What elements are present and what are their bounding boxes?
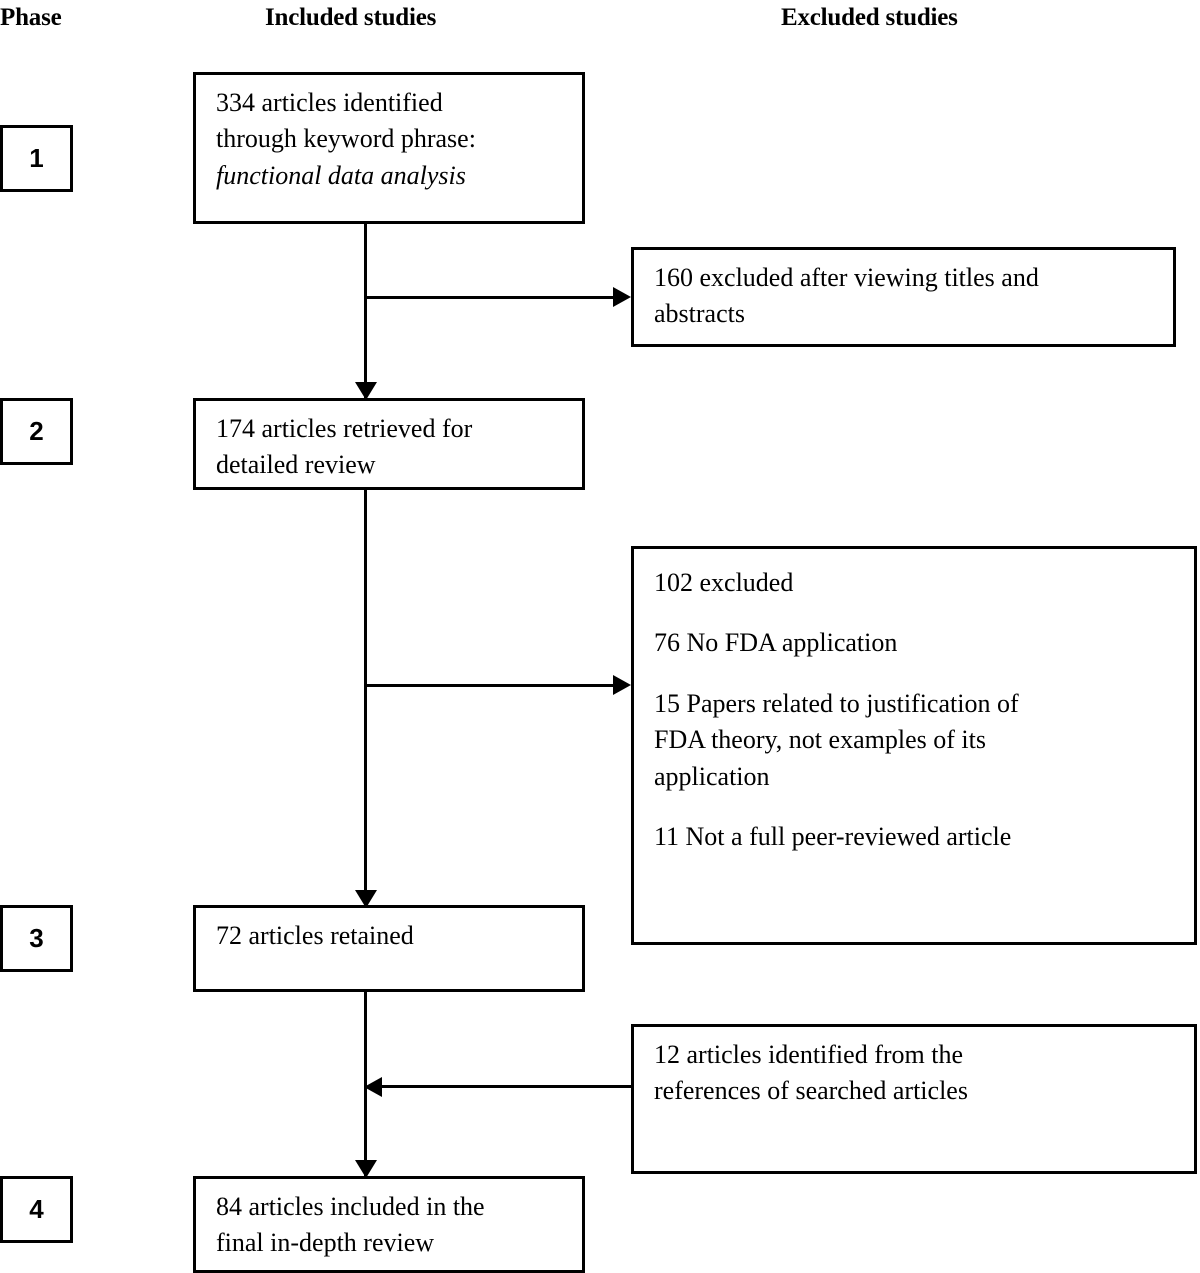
phase-box-3: 3: [0, 905, 73, 972]
phase-box-4: 4: [0, 1176, 73, 1243]
excluded-box-160-line-1: 160 excluded after viewing titles and: [654, 263, 1039, 292]
connector-vertical-phase2-to-phase3: [364, 490, 367, 910]
connector-horizontal-to-excluded-160: [364, 296, 614, 299]
column-header-phase: Phase: [0, 4, 62, 31]
connector-vertical-phase1-to-phase2: [364, 224, 367, 400]
arrowhead-right-to-excluded-160-icon: [613, 287, 631, 307]
column-header-included-studies: Included studies: [265, 4, 437, 31]
phase-number-3: 3: [29, 923, 44, 953]
included-box-72-line-1: 72 articles retained: [216, 921, 414, 950]
excluded-box-160: 160 excluded after viewing titles and ab…: [631, 247, 1176, 347]
included-box-334-line-3-keyword-phrase: functional data analysis: [216, 160, 466, 190]
included-box-174-line-2: detailed review: [216, 450, 376, 480]
included-box-72-text: 72 articles retained: [196, 908, 582, 954]
phase-number-4: 4: [29, 1194, 44, 1224]
excluded-box-102-text: 102 excluded 76 No FDA application 15 Pa…: [634, 549, 1194, 855]
added-box-12-line-2: references of searched articles: [654, 1076, 968, 1106]
included-box-334-line-2: through keyword phrase:: [216, 124, 476, 154]
excluded-box-102: 102 excluded 76 No FDA application 15 Pa…: [631, 546, 1197, 945]
included-box-334-line-1: 334 articles identified: [216, 88, 443, 117]
arrowhead-right-to-excluded-102-icon: [613, 675, 631, 695]
included-box-84-articles: 84 articles included in the final in-dep…: [193, 1176, 585, 1273]
included-box-174-text: 174 articles retrieved for detailed revi…: [196, 401, 582, 484]
included-box-334-text: 334 articles identified through keyword …: [196, 75, 582, 194]
added-box-12-articles: 12 articles identified from the referenc…: [631, 1024, 1197, 1174]
included-box-84-text: 84 articles included in the final in-dep…: [196, 1179, 582, 1262]
excluded-box-102-reason-justification-theory: 15 Papers related to justification of FD…: [654, 686, 1194, 795]
excluded-box-102-reason-justification-line-2: FDA theory, not examples of its: [654, 725, 986, 755]
excluded-box-102-reason-no-fda-application: 76 No FDA application: [654, 628, 898, 658]
included-box-334-articles: 334 articles identified through keyword …: [193, 72, 585, 224]
phase-box-2: 2: [0, 398, 73, 465]
added-box-12-line-1: 12 articles identified from the: [654, 1040, 964, 1069]
arrowhead-left-into-main-flow-icon: [364, 1077, 382, 1097]
excluded-box-102-reason-not-peer-reviewed: 11 Not a full peer-reviewed article: [654, 821, 1012, 851]
excluded-box-102-reason-justification-line-1: 15 Papers related to justification of: [654, 688, 1019, 718]
connector-horizontal-to-excluded-102: [364, 684, 614, 687]
included-box-84-line-1: 84 articles included in the: [216, 1192, 485, 1221]
included-box-174-articles: 174 articles retrieved for detailed revi…: [193, 398, 585, 490]
excluded-box-102-total: 102 excluded: [654, 568, 794, 597]
column-header-excluded-studies: Excluded studies: [781, 4, 958, 31]
excluded-box-160-text: 160 excluded after viewing titles and ab…: [634, 250, 1173, 333]
excluded-box-102-reason-justification-line-3: application: [654, 761, 770, 791]
arrowhead-down-to-box-174-icon: [355, 382, 377, 400]
included-box-72-articles: 72 articles retained: [193, 905, 585, 992]
excluded-box-160-line-2: abstracts: [654, 299, 745, 329]
arrowhead-down-to-box-72-icon: [355, 890, 377, 908]
arrowhead-down-to-box-84-icon: [355, 1160, 377, 1178]
included-box-84-line-2: final in-depth review: [216, 1228, 435, 1258]
added-box-12-text: 12 articles identified from the referenc…: [634, 1027, 1194, 1110]
phase-box-1: 1: [0, 125, 73, 192]
connector-horizontal-from-box-12-articles: [382, 1085, 632, 1088]
phase-number-2: 2: [29, 416, 44, 446]
phase-number-1: 1: [29, 143, 44, 173]
included-box-174-line-1: 174 articles retrieved for: [216, 414, 473, 443]
